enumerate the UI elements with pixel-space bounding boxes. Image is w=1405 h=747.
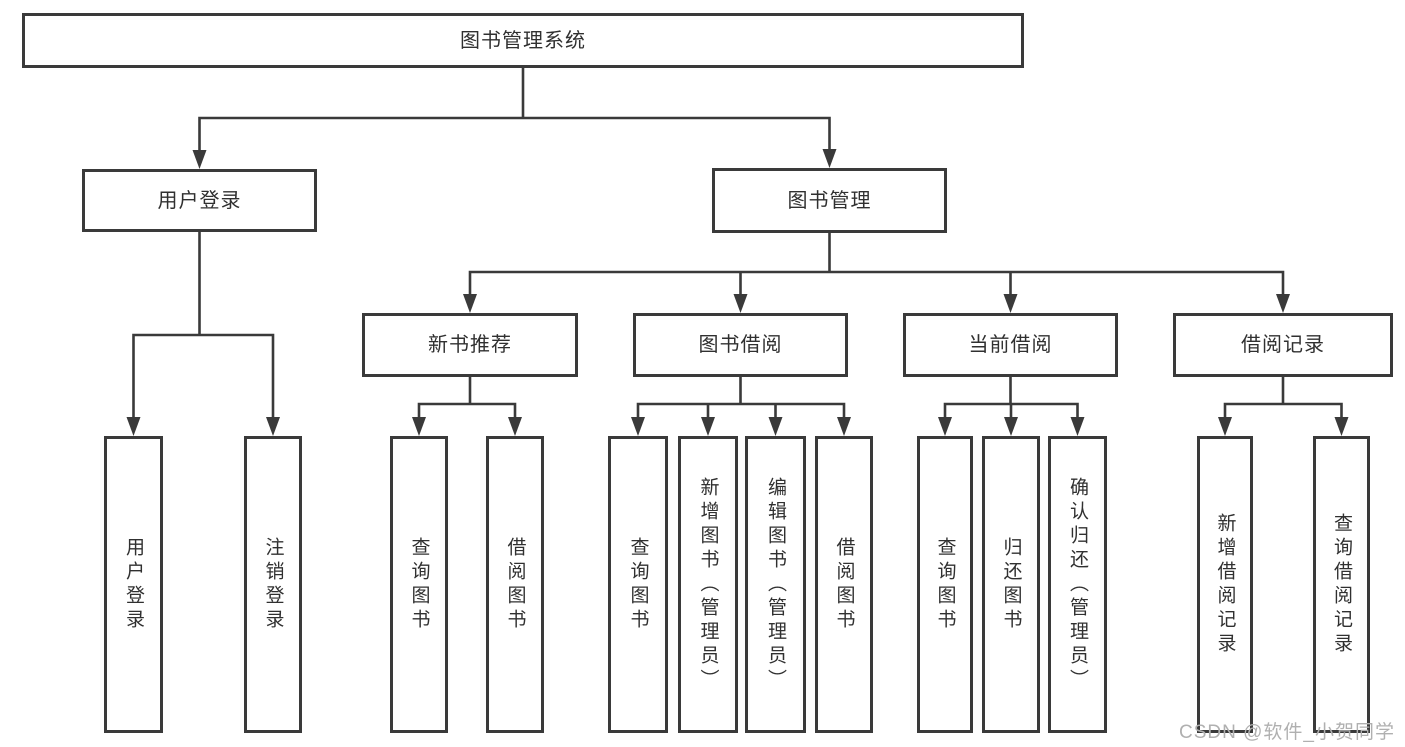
node-cb-confirm-return: 确认归还（管理员） bbox=[1048, 436, 1107, 733]
arrowhead bbox=[1003, 294, 1018, 313]
node-rec-borrow-books: 借阅图书 bbox=[486, 436, 544, 733]
arrowhead bbox=[822, 149, 837, 168]
node-br-add-record: 新增借阅记录 bbox=[1197, 436, 1253, 733]
node-login-group-label: 用户登录 bbox=[157, 189, 242, 212]
node-bb-borrow-books-label: 借阅图书 bbox=[833, 536, 855, 633]
node-bb-add-books: 新增图书（管理员） bbox=[678, 436, 738, 733]
arrowhead bbox=[837, 417, 851, 436]
node-bb-edit-books-label: 编辑图书（管理员） bbox=[765, 476, 786, 693]
connector-book-borrow bbox=[631, 375, 851, 436]
arrowhead bbox=[1276, 294, 1290, 313]
arrowhead bbox=[412, 417, 426, 436]
arrowhead bbox=[1334, 417, 1349, 436]
node-cb-confirm-return-label: 确认归还（管理员） bbox=[1067, 476, 1088, 693]
node-login-group: 用户登录 bbox=[82, 169, 317, 232]
node-book-mgmt-label: 图书管理 bbox=[787, 189, 872, 212]
node-root: 图书管理系统 bbox=[22, 13, 1024, 68]
arrowhead bbox=[192, 150, 207, 169]
node-br-query-record: 查询借阅记录 bbox=[1313, 436, 1370, 733]
node-rec-borrow-books-label: 借阅图书 bbox=[504, 536, 526, 633]
arrowhead bbox=[1070, 417, 1085, 436]
connector-login-group bbox=[126, 230, 280, 436]
node-bb-edit-books: 编辑图书（管理员） bbox=[745, 436, 806, 733]
node-bb-borrow-books: 借阅图书 bbox=[815, 436, 873, 733]
csdn-watermark: CSDN @软件_小贺同学 bbox=[1179, 722, 1395, 743]
node-br-query-record-label: 查询借阅记录 bbox=[1331, 512, 1352, 657]
node-cb-return-books: 归还图书 bbox=[982, 436, 1040, 733]
node-user-login-label: 用户登录 bbox=[123, 536, 144, 633]
node-cb-return-books-label: 归还图书 bbox=[1000, 536, 1022, 633]
node-new-book-rec-label: 新书推荐 bbox=[428, 334, 512, 356]
node-book-mgmt: 图书管理 bbox=[712, 168, 947, 233]
node-user-login: 用户登录 bbox=[104, 436, 163, 733]
connector-current-borrow bbox=[938, 375, 1085, 436]
arrowhead bbox=[126, 417, 141, 436]
node-bb-query-books-label: 查询图书 bbox=[627, 536, 649, 633]
node-current-borrow-label: 当前借阅 bbox=[968, 334, 1053, 356]
node-br-add-record-label: 新增借阅记录 bbox=[1214, 512, 1236, 657]
arrowhead bbox=[463, 294, 477, 313]
arrowhead bbox=[768, 417, 783, 436]
node-logout: 注销登录 bbox=[244, 436, 302, 733]
node-rec-query-books: 查询图书 bbox=[390, 436, 448, 733]
node-bb-add-books-label: 新增图书（管理员） bbox=[697, 476, 719, 693]
node-book-borrow: 图书借阅 bbox=[633, 313, 848, 377]
connector-new-book-rec bbox=[412, 375, 522, 436]
node-new-book-rec: 新书推荐 bbox=[362, 313, 578, 377]
node-borrow-record: 借阅记录 bbox=[1173, 313, 1393, 377]
arrowhead bbox=[1218, 417, 1232, 436]
arrowhead bbox=[1004, 417, 1018, 436]
arrowhead bbox=[508, 417, 522, 436]
node-book-borrow-label: 图书借阅 bbox=[698, 334, 783, 356]
node-cb-query-books-label: 查询图书 bbox=[934, 536, 956, 633]
arrowhead bbox=[701, 417, 715, 436]
connector-root-to-level1 bbox=[192, 66, 837, 169]
arrowhead bbox=[938, 417, 952, 436]
connector-borrow-record bbox=[1218, 375, 1349, 436]
arrowhead bbox=[733, 294, 748, 313]
node-borrow-record-label: 借阅记录 bbox=[1241, 334, 1325, 356]
node-cb-query-books: 查询图书 bbox=[917, 436, 973, 733]
node-root-label: 图书管理系统 bbox=[460, 29, 586, 52]
connector-book-mgmt bbox=[463, 231, 1290, 313]
node-bb-query-books: 查询图书 bbox=[608, 436, 668, 733]
node-rec-query-books-label: 查询图书 bbox=[408, 536, 430, 633]
node-logout-label: 注销登录 bbox=[262, 536, 284, 633]
arrowhead bbox=[266, 417, 280, 436]
node-current-borrow: 当前借阅 bbox=[903, 313, 1118, 377]
arrowhead bbox=[631, 417, 645, 436]
